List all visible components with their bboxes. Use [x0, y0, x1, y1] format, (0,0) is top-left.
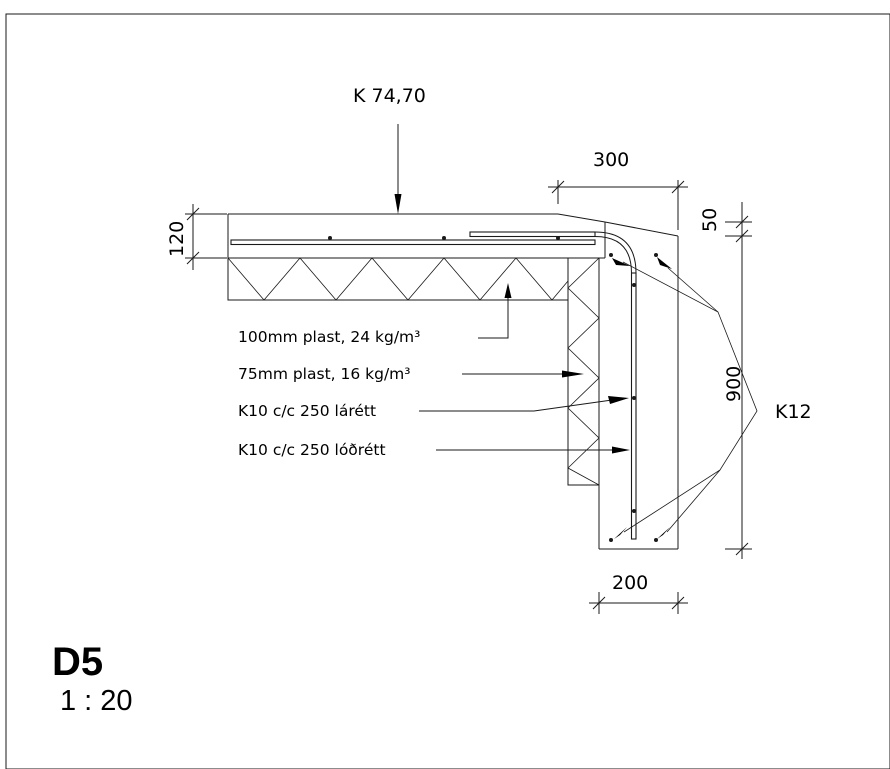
callout-insulation-horizontal: 100mm plast, 24 kg/m³ [238, 283, 512, 346]
title-block: D5 1 : 20 [52, 640, 133, 718]
dimension-wall-height: 50 900 [699, 202, 752, 559]
callout-corner-bars: K12 [612, 257, 812, 539]
callout-insulation-vertical: 75mm plast, 16 kg/m³ [238, 365, 584, 383]
dim-50: 50 [699, 208, 721, 232]
sheet-border [5, 13, 890, 769]
detail-title: D5 [52, 640, 104, 684]
level-marker: K 74,70 [353, 85, 426, 214]
label-insulation-vertical: 75mm plast, 16 kg/m³ [238, 365, 411, 383]
slab-rebar [230, 231, 637, 274]
vertical-insulation [567, 257, 600, 486]
callout-rebar-vertical: K10 c/c 250 lóðrétt [238, 441, 630, 459]
dim-900: 900 [723, 366, 745, 402]
label-rebar-vertical: K10 c/c 250 lóðrétt [238, 441, 386, 459]
dim-200: 200 [612, 572, 648, 594]
dim-120: 120 [166, 221, 188, 257]
wall [598, 222, 679, 550]
label-insulation-horizontal: 100mm plast, 24 kg/m³ [238, 328, 420, 346]
label-corner-bars: K12 [775, 401, 812, 423]
label-rebar-horizontal: K10 c/c 250 lárétt [238, 402, 376, 420]
detail-scale: 1 : 20 [60, 685, 133, 717]
dimension-wall-width-top: 300 [548, 149, 688, 230]
horizontal-insulation [227, 257, 569, 301]
dim-300: 300 [593, 149, 629, 171]
dimension-slab-thickness: 120 [166, 204, 227, 270]
level-label: K 74,70 [353, 85, 426, 107]
roof-slab [227, 213, 679, 301]
wall-rebar [609, 253, 658, 542]
callout-rebar-horizontal: K10 c/c 250 lárétt [238, 396, 629, 420]
dimension-wall-width-bottom: 200 [589, 572, 688, 614]
